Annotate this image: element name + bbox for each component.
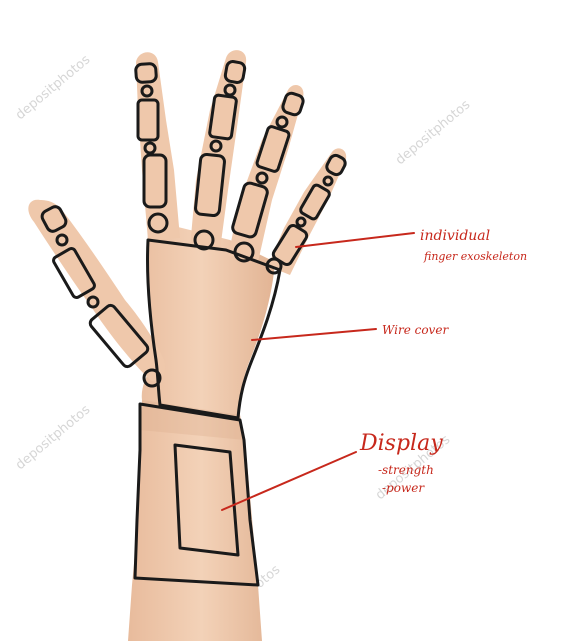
wire-pointer-line bbox=[252, 329, 376, 340]
finger-label-line1: individual bbox=[420, 228, 490, 244]
watermark-text: depositphotos bbox=[13, 52, 93, 123]
hand-silhouette bbox=[28, 50, 346, 641]
finger-pointer-line bbox=[296, 233, 414, 247]
display-label: Display bbox=[359, 431, 443, 456]
index-finger bbox=[136, 52, 180, 240]
finger-label-line2: finger exoskeleton bbox=[423, 250, 527, 263]
display-item-strength: -strength bbox=[378, 463, 434, 477]
wire-cover-label: Wire cover bbox=[382, 323, 449, 337]
watermark-text: depositphotos bbox=[13, 402, 93, 473]
watermark-text: depositphotos bbox=[393, 97, 473, 168]
display-item-power: -power bbox=[382, 481, 425, 495]
annotation-labels: individual finger exoskeleton Wire cover… bbox=[359, 228, 527, 495]
